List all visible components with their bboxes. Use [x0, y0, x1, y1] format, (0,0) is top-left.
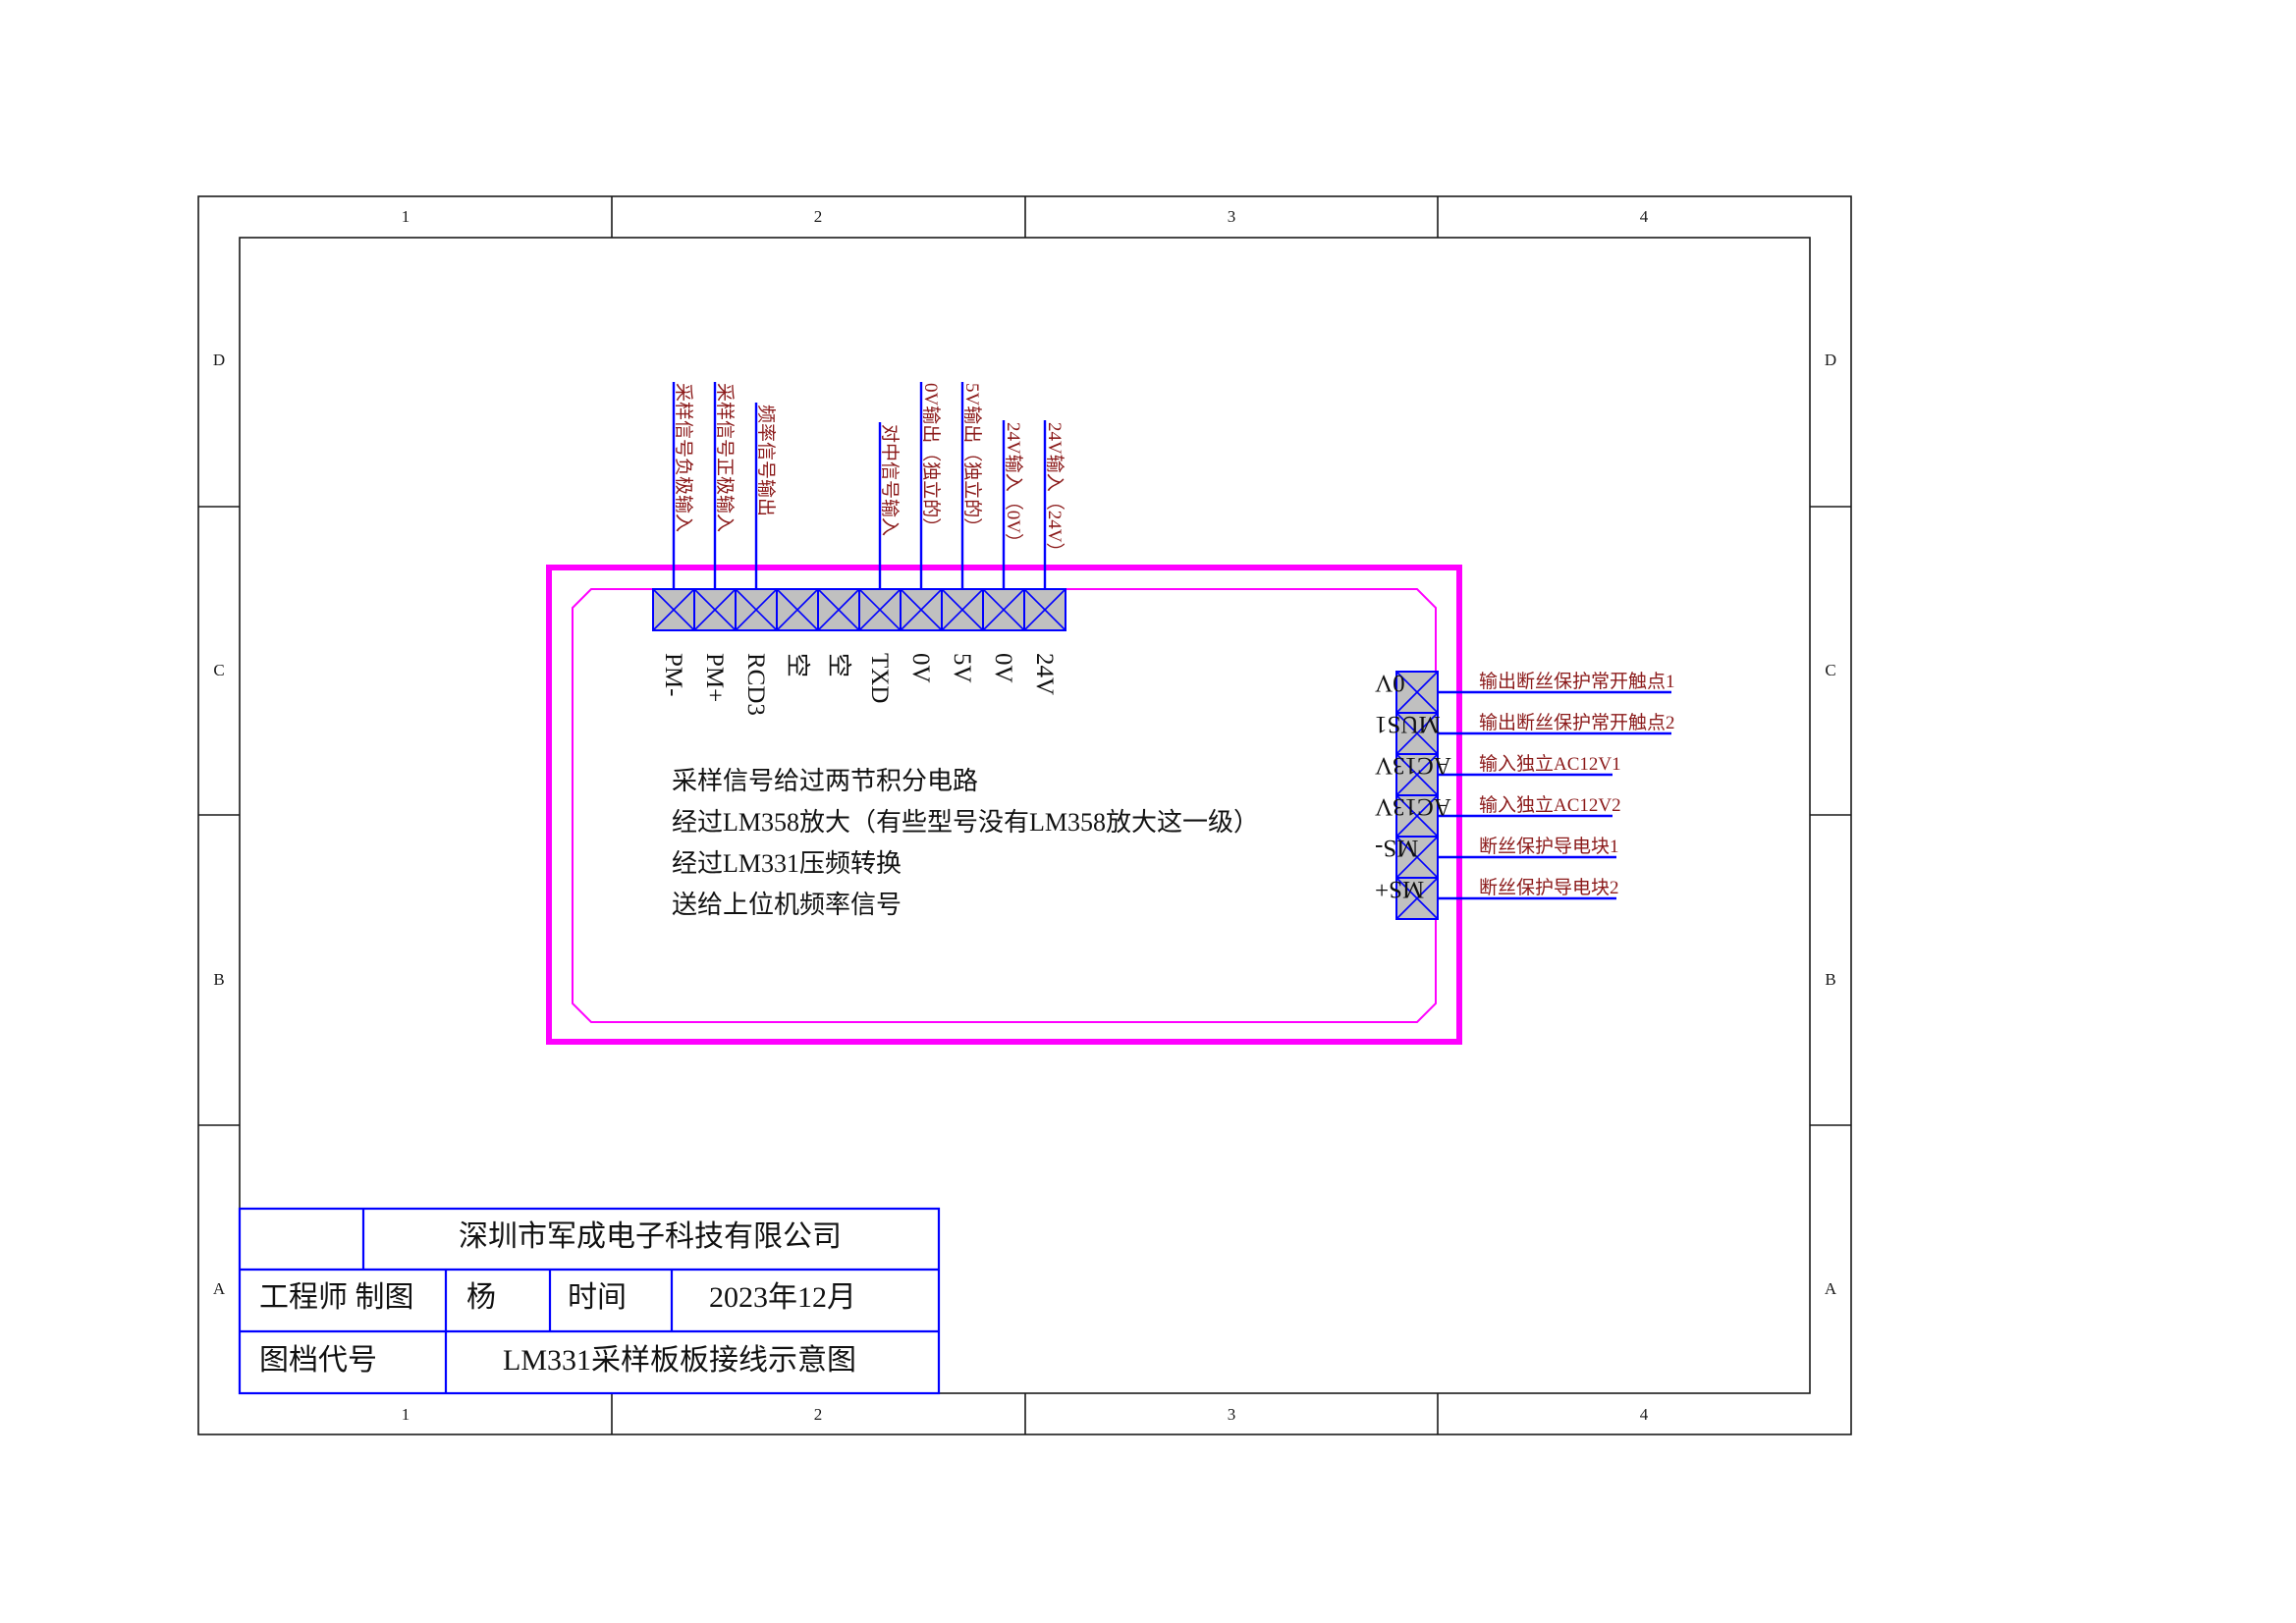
right-pin-signal-label: 断丝保护导电块1: [1479, 836, 1619, 857]
top-connector: 采样信号负极输入 PM- 采样信号正极输入 PM+ 频率信号输出 RCD3 空: [652, 382, 1066, 716]
top-pin-name-label: RCD3: [742, 653, 769, 716]
board-outline-inner: [572, 588, 1437, 1023]
row-label-right-B: B: [1825, 970, 1835, 989]
time-value: 2023年12月: [709, 1281, 856, 1314]
top-pin: 0V输出（独立的） 0V: [900, 382, 943, 683]
doc-code-label: 图档代号: [259, 1344, 377, 1377]
row-label-right-D: D: [1825, 351, 1836, 369]
right-pin-name-label: 0V: [1375, 670, 1405, 696]
right-connector: 输出断丝保护常开触点1 0V 输出断丝保护常开触点2 MUS1 输入独立AC12…: [1375, 670, 1675, 920]
top-pin-signal-label: 采样信号负极输入: [673, 383, 694, 532]
board-outline-outer: [546, 565, 1462, 1045]
top-pin-name-label: 0V: [907, 653, 934, 683]
title-block: 深圳市军成电子科技有限公司 工程师 制图 杨 时间 2023年12月 图档代号 …: [238, 1207, 941, 1395]
top-pin: 空: [817, 588, 860, 677]
drawing-title: LM331采样板板接线示意图: [503, 1344, 856, 1377]
row-label-left-D: D: [213, 351, 225, 369]
top-pin-signal-label: 24V输入（24V）: [1044, 422, 1066, 561]
right-pin-signal-label: 输入独立AC12V2: [1479, 794, 1621, 816]
right-pin: 输出断丝保护常开触点2 MUS1: [1375, 711, 1675, 755]
col-label-top-3: 3: [1228, 207, 1236, 226]
row-label-left-A: A: [213, 1279, 226, 1298]
company-name: 深圳市军成电子科技有限公司: [459, 1220, 842, 1253]
right-pin: 输入独立AC12V1 AC13V: [1375, 752, 1621, 796]
top-pin: 对中信号输入 TXD: [858, 422, 902, 703]
right-pin-name-label: MS-: [1375, 835, 1418, 861]
top-pin-name-label: 5V: [949, 653, 975, 683]
top-pin: 24V输入（0V） 0V: [982, 420, 1025, 683]
top-pin-signal-label: 采样信号正极输入: [714, 383, 736, 532]
top-pin-name-label: 空: [825, 653, 852, 677]
top-pin-name-label: PM+: [701, 653, 728, 702]
top-pin: 采样信号负极输入 PM-: [652, 382, 695, 696]
top-pin: 5V输出（独立的） 5V: [941, 382, 984, 683]
right-pin: 断丝保护导电块1 MS-: [1375, 835, 1619, 879]
right-pin-name-label: AC13V: [1375, 793, 1451, 820]
col-label-top-4: 4: [1640, 207, 1649, 226]
pcb-board: [546, 565, 1462, 1045]
top-pin-signal-label: 0V输出（独立的）: [920, 383, 942, 536]
top-pin: 采样信号正极输入 PM+: [693, 382, 737, 702]
top-pin-name-label: PM-: [660, 653, 686, 696]
col-label-top-2: 2: [814, 207, 823, 226]
row-label-left-B: B: [213, 970, 224, 989]
top-pin-name-label: 空: [784, 653, 811, 677]
top-pin-name-label: TXD: [866, 653, 893, 703]
drawing-frame: 1 2 3 4 1 2 3 4 D C B A D C B A: [197, 195, 1852, 1435]
right-pin-signal-label: 断丝保护导电块2: [1479, 877, 1619, 898]
note-line-1: 采样信号给过两节积分电路: [672, 767, 978, 795]
top-pin-signal-label: 对中信号输入: [879, 424, 901, 536]
engineer-label: 工程师 制图: [259, 1281, 414, 1314]
right-pin: 输入独立AC12V2 AC13V: [1375, 793, 1621, 838]
time-label: 时间: [568, 1281, 627, 1314]
col-label-top-1: 1: [402, 207, 410, 226]
right-pin-name-label: AC13V: [1375, 752, 1451, 779]
col-label-bottom-4: 4: [1640, 1405, 1649, 1424]
top-pin-signal-label: 24V输入（0V）: [1003, 422, 1024, 552]
col-label-bottom-3: 3: [1228, 1405, 1236, 1424]
col-label-bottom-1: 1: [402, 1405, 410, 1424]
row-label-right-A: A: [1825, 1279, 1837, 1298]
row-label-left-C: C: [213, 661, 224, 679]
top-pin: 频率信号输出 RCD3: [735, 403, 778, 716]
title-block-border: [238, 1207, 941, 1395]
right-pin: 输出断丝保护常开触点1 0V: [1375, 670, 1675, 714]
top-pin: 24V输入（24V） 24V: [1023, 420, 1066, 695]
right-pin-name-label: MUS1: [1375, 711, 1441, 737]
top-pin-name-label: 24V: [1031, 653, 1058, 695]
top-pin-signal-label: 5V输出（独立的）: [961, 383, 983, 536]
note-line-2: 经过LM358放大（有些型号没有LM358放大这一级）: [672, 808, 1259, 837]
col-label-bottom-2: 2: [814, 1405, 823, 1424]
top-pin-name-label: 0V: [990, 653, 1016, 683]
right-pin-signal-label: 输入独立AC12V1: [1479, 753, 1621, 775]
row-label-right-C: C: [1825, 661, 1835, 679]
top-pin: 空: [776, 588, 819, 677]
right-pin-signal-label: 输出断丝保护常开触点1: [1479, 671, 1675, 692]
board-notes: 采样信号给过两节积分电路 经过LM358放大（有些型号没有LM358放大这一级）…: [672, 767, 1259, 919]
right-pin: 断丝保护导电块2 MS+: [1375, 876, 1619, 920]
note-line-4: 送给上位机频率信号: [672, 891, 902, 919]
engineer-name: 杨: [466, 1281, 496, 1314]
right-pin-name-label: MS+: [1375, 876, 1424, 902]
right-pin-signal-label: 输出断丝保护常开触点2: [1479, 712, 1675, 733]
top-pin-signal-label: 频率信号输出: [755, 405, 777, 516]
note-line-3: 经过LM331压频转换: [672, 849, 902, 878]
